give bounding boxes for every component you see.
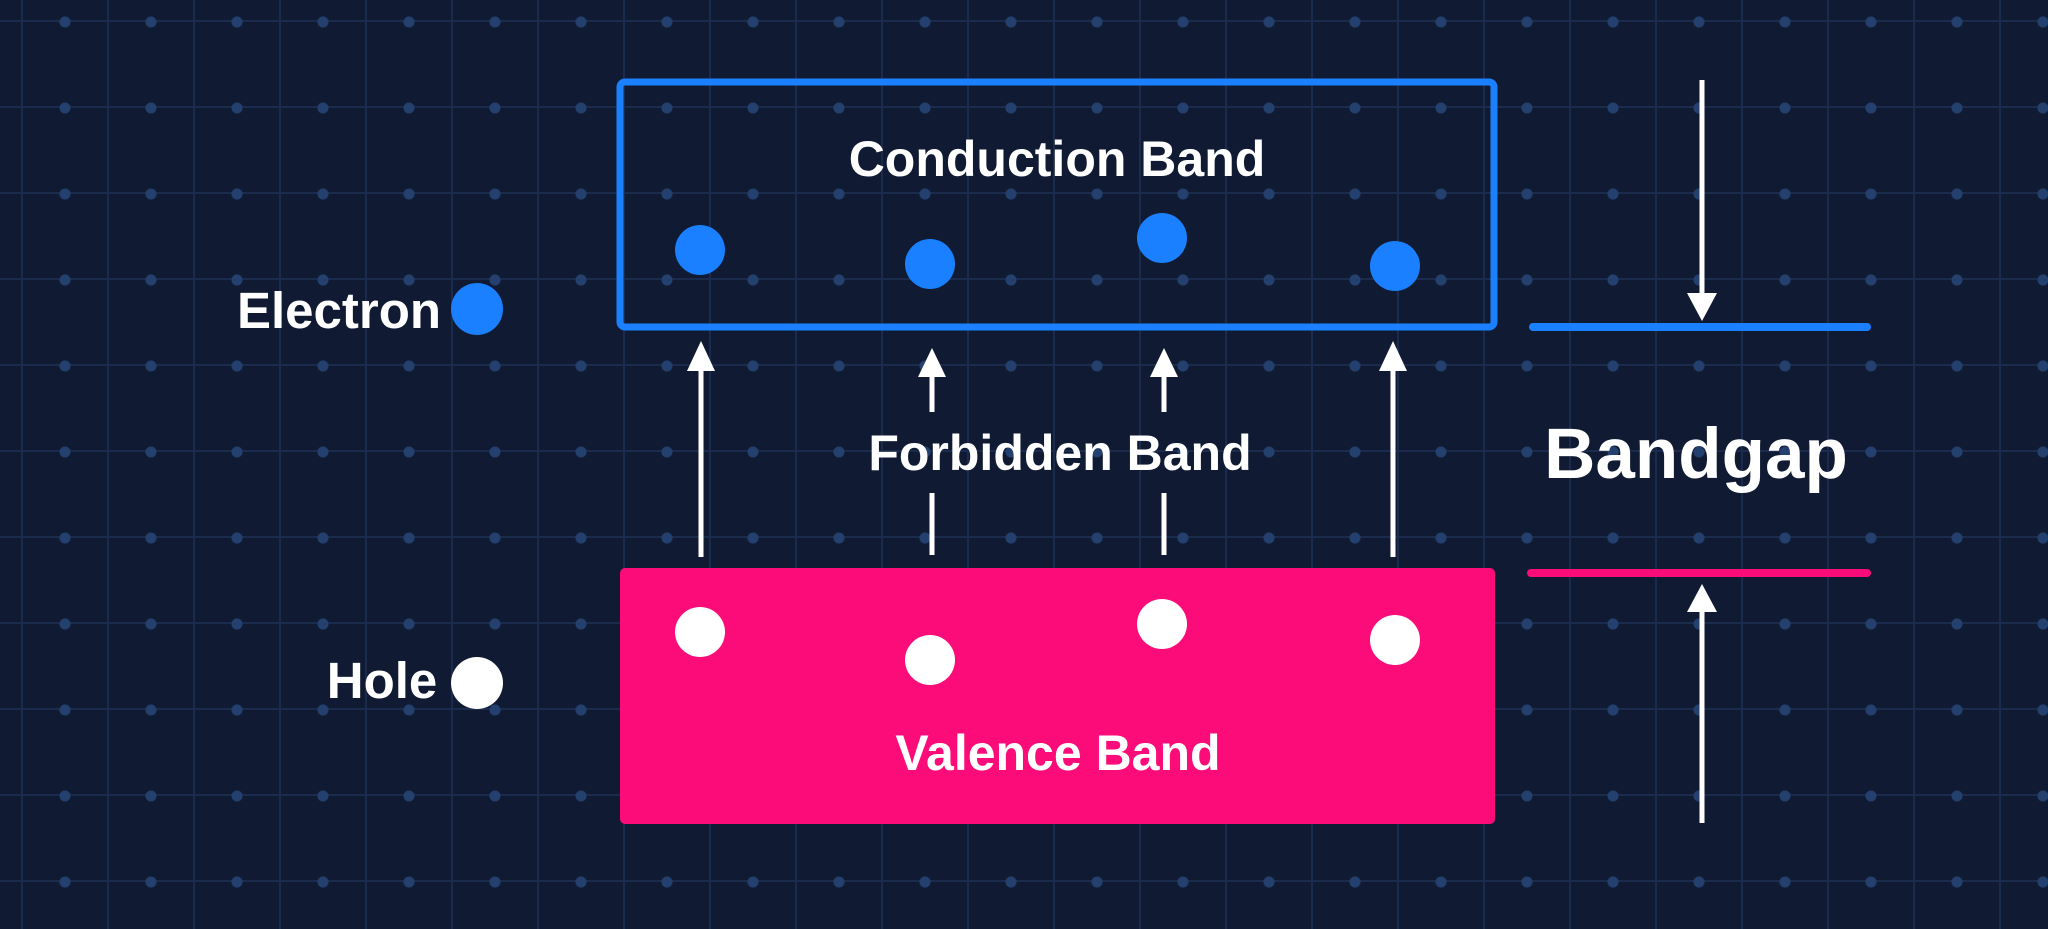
electron-dot [905,239,955,289]
conduction-band-box [616,78,1498,331]
electron-dot [1137,213,1187,263]
electron-dot [1370,241,1420,291]
hole-legend-label: Hole [327,652,438,709]
hole-legend-dot [451,657,503,709]
conduction-band-label: Conduction Band [849,131,1266,187]
transition-arrow-head [1379,341,1407,371]
transition-arrow-head [1150,348,1178,377]
hole-dot [905,635,955,685]
electron-dot [675,225,725,275]
hole-dot [675,607,725,657]
bandgap-up-arrow-head [1687,584,1717,612]
conduction-band-group: Conduction Band [616,78,1498,331]
bandgap-label: Bandgap [1544,415,1848,494]
hole-dot [1137,599,1187,649]
forbidden-band-label: Forbidden Band [868,425,1251,481]
hole-dot [1370,615,1420,665]
transition-arrow-head [918,348,946,377]
forbidden-band-group: Forbidden Band [687,341,1407,557]
bandgap-down-arrow-head [1687,293,1717,321]
transition-arrow-head [687,341,715,371]
electron-legend-dot [451,283,503,335]
bandgap-annotation-group: Bandgap [1527,80,1871,823]
legend-group: Electron Hole [237,282,503,709]
valence-band-box [620,568,1495,824]
valence-band-label: Valence Band [895,725,1220,781]
electron-legend-label: Electron [237,282,441,339]
valence-band-group: Valence Band [620,568,1495,824]
